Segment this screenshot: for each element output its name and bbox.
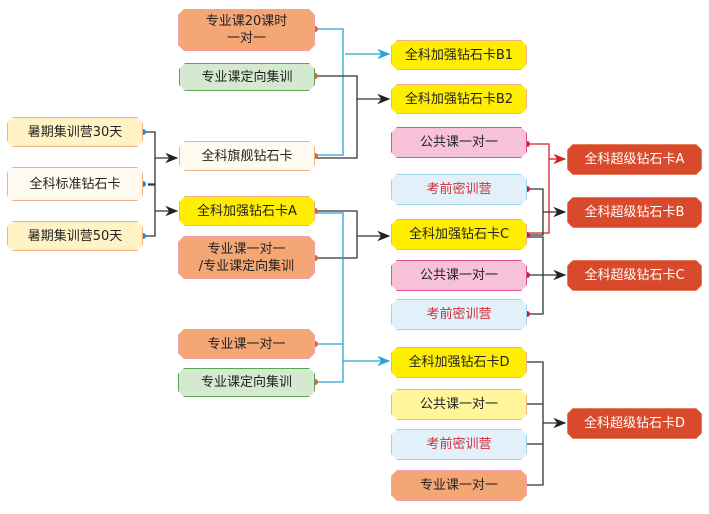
node-pro-20-hours-line2: 一对一 <box>226 31 266 46</box>
node-enhanced-diamond-card-b2[interactable]: 全科加强钻石卡B2 <box>391 84 527 114</box>
node-pro-one-on-one-2[interactable]: 专业课一对一 <box>391 470 527 501</box>
node-exam-camp-3[interactable]: 考前密训营 <box>391 429 527 460</box>
node-pro-20-hours[interactable]: 专业课20课时 一对一 <box>178 9 315 51</box>
node-super-diamond-card-c[interactable]: 全科超级钻石卡C <box>567 260 702 291</box>
node-standard-diamond-card[interactable]: 全科标准钻石卡 <box>7 167 143 201</box>
node-pro-one-on-one-1[interactable]: 专业课一对一 <box>178 329 315 359</box>
node-pro-camp-2[interactable]: 专业课定向集训 <box>178 368 315 397</box>
node-enhanced-diamond-card-c[interactable]: 全科加强钻石卡C <box>391 219 527 250</box>
node-super-diamond-card-b[interactable]: 全科超级钻石卡B <box>567 197 702 228</box>
connector-d-group <box>527 361 544 486</box>
node-exam-camp-1[interactable]: 考前密训营 <box>391 174 527 205</box>
connector-summer50 <box>143 184 156 237</box>
connector-exam1 <box>527 188 544 236</box>
node-pro-one-or-camp[interactable]: 专业课一对一 /专业课定向集训 <box>178 236 315 279</box>
node-pro-one-or-camp-line1: 专业课一对一 <box>207 241 286 257</box>
connector-pro20 <box>315 28 344 156</box>
node-summer-camp-50[interactable]: 暑期集训营50天 <box>7 221 143 251</box>
node-flagship-diamond-card[interactable]: 全科旗舰钻石卡 <box>179 141 315 171</box>
node-super-diamond-card-a[interactable]: 全科超级钻石卡A <box>567 144 702 175</box>
node-super-diamond-card-d[interactable]: 全科超级钻石卡D <box>567 408 702 439</box>
connector-enhancedA-dark <box>315 210 358 259</box>
node-public-one-on-one-1[interactable]: 公共课一对一 <box>391 127 527 158</box>
node-public-one-on-one-2[interactable]: 公共课一对一 <box>391 260 527 291</box>
node-enhanced-diamond-card-a[interactable]: 全科加强钻石卡A <box>179 196 315 226</box>
node-exam-camp-2[interactable]: 考前密训营 <box>391 299 527 330</box>
node-public-one-on-one-3[interactable]: 公共课一对一 <box>391 389 527 420</box>
connector-public1 <box>527 143 550 234</box>
node-summer-camp-30[interactable]: 暑期集训营30天 <box>7 117 143 147</box>
node-pro-one-or-camp-line2: /专业课定向集训 <box>198 258 295 274</box>
connector-summer30 <box>143 131 156 185</box>
node-enhanced-diamond-card-d[interactable]: 全科加强钻石卡D <box>391 347 527 378</box>
node-enhanced-diamond-card-b1[interactable]: 全科加强钻石卡B1 <box>391 40 527 70</box>
node-pro-camp-1[interactable]: 专业课定向集训 <box>179 63 315 91</box>
node-pro-20-hours-line1: 专业课20课时 <box>205 14 288 29</box>
connector-enhancedA-blue <box>315 212 344 383</box>
connector-procamp1 <box>315 75 358 159</box>
